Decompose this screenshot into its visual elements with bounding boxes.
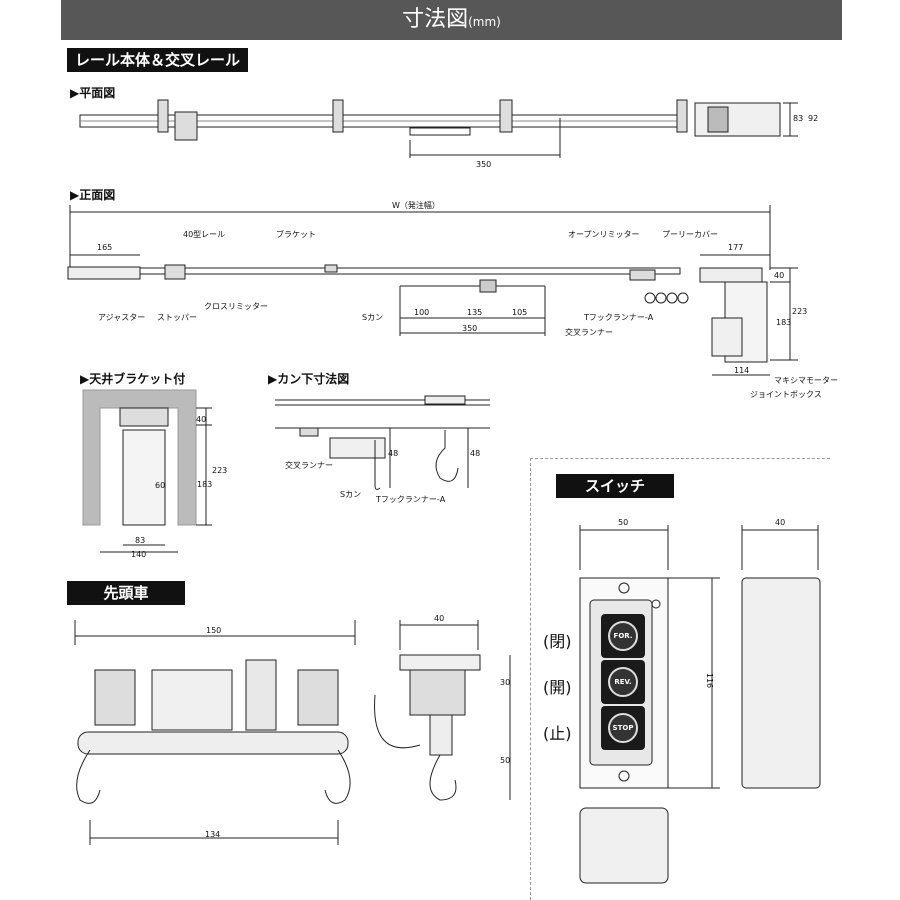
plan-83: 83 [793, 114, 804, 123]
lead-car-title: 先頭車 [67, 581, 185, 605]
front-183: 183 [776, 318, 792, 327]
section-rail-title: レール本体＆交叉レール [67, 48, 249, 72]
part-adjuster: アジャスター [98, 313, 146, 322]
part-stopper: ストッパー [157, 313, 197, 322]
front-view-label: ▶正面図 [70, 188, 116, 202]
ceiling-40: 40 [196, 415, 207, 424]
page-unit: (mm) [468, 15, 501, 29]
front-350: 350 [462, 324, 478, 333]
switch-button-for: FOR. [601, 614, 645, 658]
hook-t-runner: Tフックランナー-A [376, 495, 446, 504]
for-label: FOR. [608, 621, 638, 651]
front-view-rail [67, 205, 798, 376]
switch-side-stop: (止) [543, 724, 572, 743]
lead-40: 40 [434, 614, 445, 623]
divider-horizontal [530, 458, 830, 459]
ceiling-223: 223 [212, 466, 228, 475]
plan-view-label: ▶平面図 [70, 86, 116, 100]
front-177: 177 [728, 243, 744, 252]
hook-48b: 48 [470, 449, 481, 458]
hook-dim-view [275, 395, 490, 490]
lead-50: 50 [500, 756, 511, 765]
stop-label: STOP [608, 713, 638, 743]
ceiling-140: 140 [131, 550, 147, 559]
front-100: 100 [414, 308, 430, 317]
switch-view [579, 525, 821, 884]
plan-92: 92 [808, 114, 819, 123]
lead-30: 30 [500, 678, 511, 687]
part-cross-limiter: クロスリミッター [204, 302, 268, 311]
lead-150: 150 [206, 626, 222, 635]
part-pulley-cover: プーリーカバー [662, 230, 718, 239]
front-165: 165 [97, 243, 113, 252]
part-s-hook: Sカン [362, 313, 384, 322]
part-cross-runner: 交叉ランナー [565, 328, 613, 337]
part-open-limiter: オープンリミッター [568, 230, 640, 239]
front-223: 223 [792, 307, 808, 316]
divider-vertical [530, 458, 531, 900]
ceiling-83: 83 [135, 536, 146, 545]
hook-cross-runner: 交叉ランナー [285, 461, 333, 470]
page-header: 寸法図(mm) [61, 0, 842, 40]
switch-button-stop: STOP [601, 706, 645, 750]
switch-button-rev: REV. [601, 660, 645, 704]
part-joint-box: ジョイントボックス [750, 390, 822, 399]
page-title: 寸法図 [402, 7, 469, 32]
ceiling-bracket-label: ▶天井ブラケット付 [80, 372, 186, 386]
part-rail40: 40型レール [183, 230, 226, 239]
switch-title: スイッチ [556, 474, 674, 498]
rev-label: REV. [608, 667, 638, 697]
switch-side-open: (開) [543, 678, 572, 697]
switch-116: 116 [705, 672, 715, 689]
front-135: 135 [467, 308, 483, 317]
ceiling-183: 183 [197, 480, 213, 489]
plan-350: 350 [476, 160, 492, 169]
switch-50: 50 [618, 518, 629, 527]
part-bracket: ブラケット [276, 230, 316, 239]
switch-40: 40 [775, 518, 786, 527]
ceiling-bracket-view [82, 389, 212, 553]
front-40: 40 [774, 271, 785, 280]
hook-dim-label: ▶カン下寸法図 [268, 372, 350, 386]
ceiling-60: 60 [155, 481, 166, 490]
lead-134: 134 [205, 830, 221, 839]
switch-side-close: (閉) [543, 632, 572, 651]
hook-s-hook: Sカン [340, 490, 362, 499]
front-114: 114 [734, 366, 750, 375]
plan-view-rail [79, 99, 798, 158]
part-motor: マキシマモーター [774, 376, 838, 385]
front-105: 105 [512, 308, 528, 317]
hook-48a: 48 [388, 449, 399, 458]
front-w: W（発注幅） [392, 201, 440, 210]
lead-car-view [74, 620, 511, 845]
part-t-runner: Tフックランナー-A [584, 313, 654, 322]
